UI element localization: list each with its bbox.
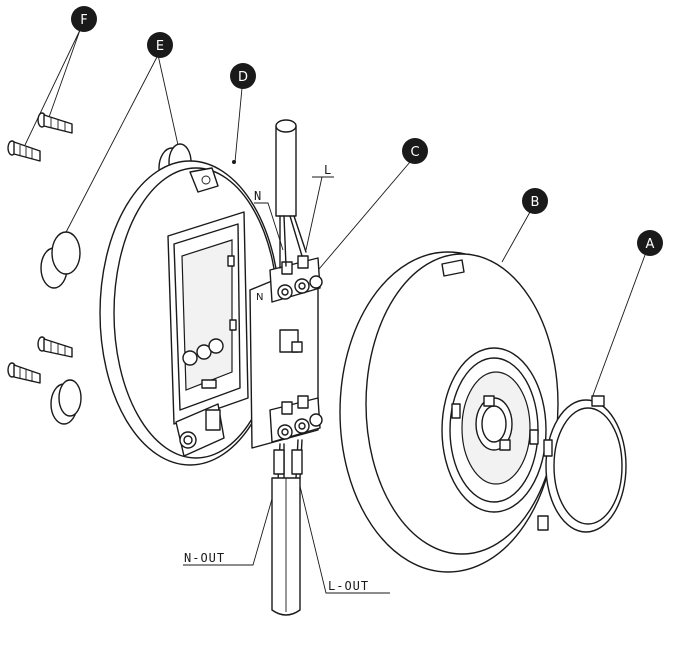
lens (537, 395, 627, 533)
screw-bottom-2 (7, 362, 41, 384)
callout-f: F (71, 6, 97, 32)
label-l-in: L (324, 163, 332, 177)
svg-text:B: B (531, 195, 540, 210)
output-cable (271, 439, 303, 616)
svg-text:E: E (156, 39, 164, 54)
terminal-mark-n: N (256, 292, 263, 303)
pcb-board: N (249, 255, 323, 449)
terminal-block-top: N (256, 255, 323, 303)
svg-text:D: D (238, 70, 248, 85)
label-n-out: N-OUT (184, 551, 225, 565)
cap-middle (40, 231, 81, 289)
callout-b: B (522, 188, 548, 214)
svg-text:C: C (410, 145, 419, 160)
base-plate (99, 160, 281, 466)
callout-c: C (402, 138, 428, 164)
callout-e: E (147, 32, 173, 58)
screw-top-left (7, 140, 41, 162)
label-n-in: N (254, 189, 262, 203)
input-cable (275, 119, 307, 269)
screw-bottom-1 (37, 336, 73, 358)
callout-a: A (637, 230, 663, 256)
cover (339, 251, 559, 573)
svg-text:F: F (80, 13, 87, 28)
svg-text:A: A (646, 237, 655, 252)
screw-top-right (37, 112, 73, 134)
callout-d: D (230, 63, 256, 89)
cap-bottom (50, 379, 82, 425)
terminal-block-bottom (269, 395, 323, 443)
leader-lines (24, 29, 646, 594)
label-l-out: L-OUT (328, 579, 369, 593)
